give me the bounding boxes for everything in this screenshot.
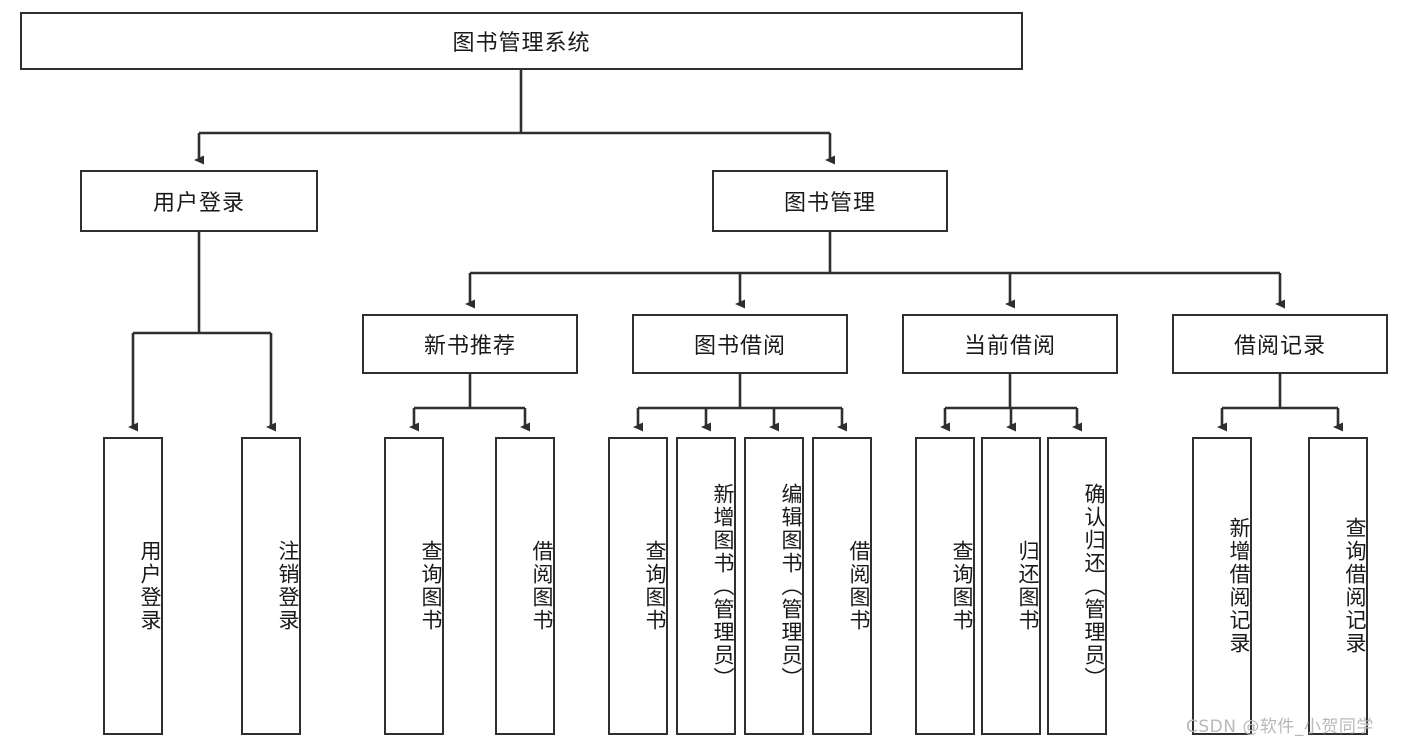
node-user-login[interactable]: 用户登录 <box>80 170 318 232</box>
node-leaf-user-login-label: 用户登录 <box>138 540 162 632</box>
node-current-borrow[interactable]: 当前借阅 <box>902 314 1118 374</box>
node-leaf-query-record[interactable]: 查询借阅记录 <box>1308 437 1368 735</box>
node-leaf-confirm-return[interactable]: 确认归还（管理员） <box>1047 437 1107 735</box>
node-leaf-user-login[interactable]: 用户登录 <box>103 437 163 735</box>
node-leaf-query-book-3[interactable]: 查询图书 <box>915 437 975 735</box>
node-leaf-query-book-2-label: 查询图书 <box>643 540 667 632</box>
node-leaf-add-record-label: 新增借阅记录 <box>1227 517 1251 655</box>
node-borrow-record-label: 借阅记录 <box>1233 334 1326 359</box>
node-leaf-query-book-1-label: 查询图书 <box>419 540 443 632</box>
node-leaf-borrow-book-1[interactable]: 借阅图书 <box>495 437 555 735</box>
node-new-book-recommend-label: 新书推荐 <box>423 334 516 359</box>
node-leaf-return-book[interactable]: 归还图书 <box>981 437 1041 735</box>
node-leaf-query-record-label: 查询借阅记录 <box>1343 517 1367 655</box>
node-leaf-edit-book-label: 编辑图书（管理员） <box>779 482 803 690</box>
csdn-watermark: CSDN @软件_小贺同学 <box>1186 717 1374 737</box>
node-new-book-recommend[interactable]: 新书推荐 <box>362 314 578 374</box>
node-user-login-label: 用户登录 <box>152 191 245 216</box>
node-leaf-add-book-label: 新增图书（管理员） <box>711 482 735 690</box>
node-leaf-query-book-2[interactable]: 查询图书 <box>608 437 668 735</box>
node-leaf-add-book[interactable]: 新增图书（管理员） <box>676 437 736 735</box>
node-leaf-edit-book[interactable]: 编辑图书（管理员） <box>744 437 804 735</box>
node-book-management[interactable]: 图书管理 <box>712 170 948 232</box>
node-root-label: 图书管理系统 <box>452 31 591 56</box>
node-leaf-query-book-3-label: 查询图书 <box>950 540 974 632</box>
node-book-borrow-label: 图书借阅 <box>693 334 786 359</box>
node-root[interactable]: 图书管理系统 <box>20 12 1023 70</box>
node-leaf-user-logout[interactable]: 注销登录 <box>241 437 301 735</box>
node-leaf-return-book-label: 归还图书 <box>1016 540 1040 632</box>
node-borrow-record[interactable]: 借阅记录 <box>1172 314 1388 374</box>
node-book-borrow[interactable]: 图书借阅 <box>632 314 848 374</box>
node-leaf-user-logout-label: 注销登录 <box>276 540 300 632</box>
node-book-management-label: 图书管理 <box>783 191 876 216</box>
node-leaf-confirm-return-label: 确认归还（管理员） <box>1082 482 1106 690</box>
node-leaf-borrow-book-2[interactable]: 借阅图书 <box>812 437 872 735</box>
node-leaf-add-record[interactable]: 新增借阅记录 <box>1192 437 1252 735</box>
node-leaf-borrow-book-2-label: 借阅图书 <box>847 540 871 632</box>
node-leaf-query-book-1[interactable]: 查询图书 <box>384 437 444 735</box>
node-current-borrow-label: 当前借阅 <box>963 334 1056 359</box>
node-leaf-borrow-book-1-label: 借阅图书 <box>530 540 554 632</box>
